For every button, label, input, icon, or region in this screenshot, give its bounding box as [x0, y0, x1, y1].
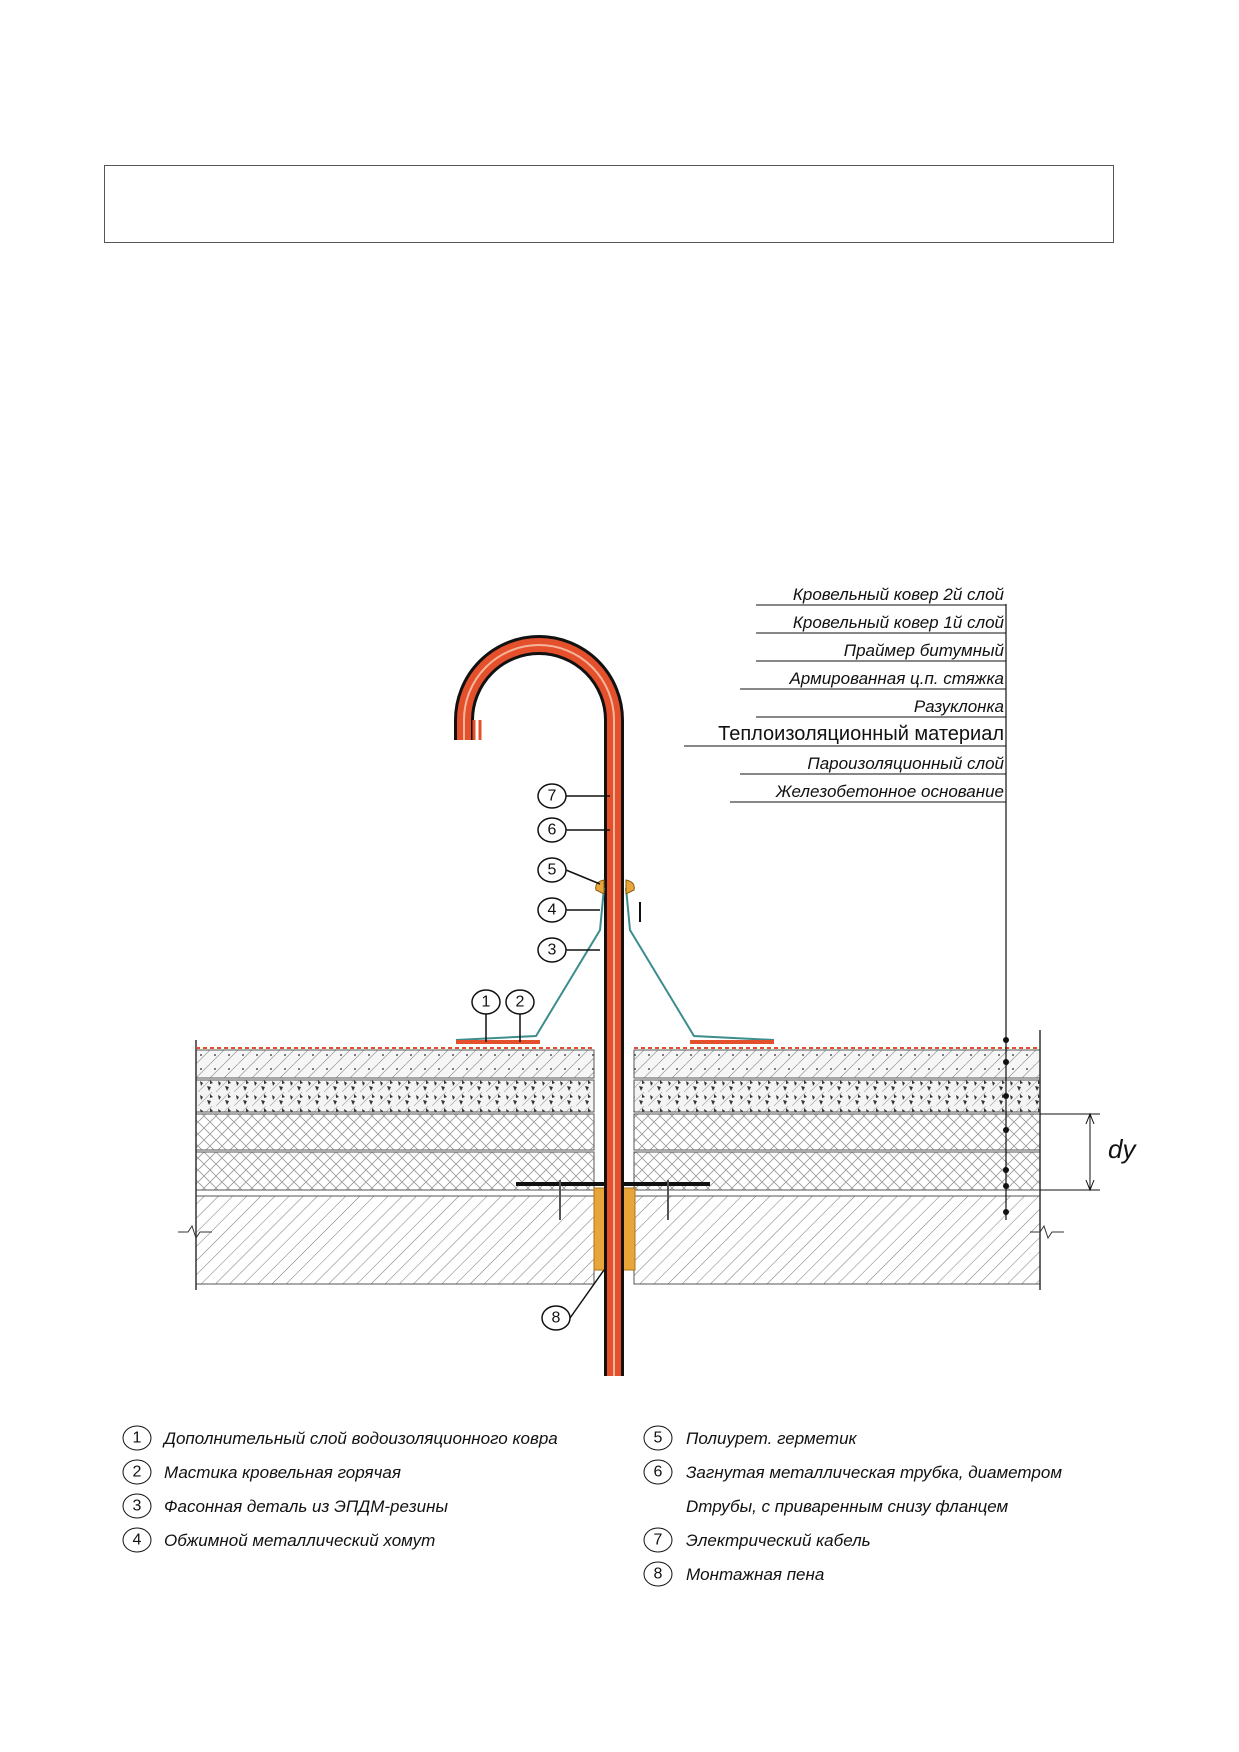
- layer-label-3: Армированная ц.п. стяжка: [740, 669, 1006, 690]
- svg-text:Обжимной металлический хомут: Обжимной металлический хомут: [164, 1531, 435, 1550]
- callout-6: [537, 817, 610, 843]
- legend-item-3: 3 Фасонная деталь из ЭПДМ-резины: [122, 1493, 448, 1519]
- svg-text:5: 5: [654, 1430, 663, 1447]
- anchor-screws: [559, 1180, 669, 1220]
- svg-text:5: 5: [548, 862, 557, 879]
- layer-label-6: Пароизоляционный слой: [740, 754, 1006, 775]
- svg-text:6: 6: [548, 822, 557, 839]
- svg-text:Праймер битумный: Праймер битумный: [844, 641, 1005, 660]
- dimension-label: dy: [1108, 1134, 1137, 1164]
- svg-text:Dтрубы, с приваренным снизу фл: Dтрубы, с приваренным снизу фланцем: [686, 1497, 1009, 1516]
- svg-text:2: 2: [133, 1464, 142, 1481]
- svg-text:Кровельный ковер 2й слой: Кровельный ковер 2й слой: [793, 585, 1005, 604]
- callouts: [471, 783, 610, 1331]
- svg-text:Кровельный ковер 1й слой: Кровельный ковер 1й слой: [793, 613, 1005, 632]
- callout-7: [537, 783, 610, 809]
- layer-label-5: Теплоизоляционный материал: [684, 723, 1006, 747]
- roof-layers-right: [633, 1049, 1041, 1285]
- svg-text:8: 8: [654, 1566, 663, 1583]
- legend-item-6: 6 Загнутая металлическая трубка, диаметр…: [643, 1459, 1062, 1485]
- legend-item-1: 1 Дополнительный слой водоизоляционного …: [122, 1425, 558, 1451]
- dimension-dy: [1040, 1112, 1100, 1192]
- svg-text:Электрический кабель: Электрический кабель: [686, 1531, 871, 1550]
- svg-text:1: 1: [133, 1430, 142, 1447]
- sealant-right: [625, 879, 635, 895]
- svg-text:2: 2: [516, 994, 525, 1011]
- svg-text:Загнутая металлическая трубка,: Загнутая металлическая трубка, диаметром: [686, 1463, 1062, 1482]
- svg-text:4: 4: [548, 902, 557, 919]
- layer-label-list: Кровельный ковер 2й слой Кровельный кове…: [684, 585, 1006, 803]
- legend-item-5: 5 Полиурет. герметик: [643, 1425, 858, 1451]
- layer-label-7: Железобетонное основание: [730, 782, 1006, 803]
- layer-label-4: Разуклонка: [756, 697, 1006, 718]
- leader-dots: [1003, 1037, 1009, 1215]
- layer-label-2: Праймер битумный: [756, 641, 1006, 662]
- svg-text:Монтажная пена: Монтажная пена: [686, 1565, 824, 1584]
- svg-text:3: 3: [548, 942, 557, 959]
- callout-numbers: 7 6 5 4 3 1 2 8: [482, 788, 561, 1327]
- roof-layers-left: [195, 1049, 595, 1285]
- svg-text:7: 7: [654, 1532, 663, 1549]
- legend-item-8: 8 Монтажная пена: [643, 1561, 824, 1587]
- bent-pipe: [454, 635, 624, 1376]
- legend-item-2: 2 Мастика кровельная горячая: [122, 1459, 401, 1485]
- svg-text:Пароизоляционный слой: Пароизоляционный слой: [807, 754, 1004, 773]
- callout-5: [537, 857, 601, 885]
- break-mark-left: [178, 1224, 212, 1240]
- svg-text:Теплоизоляционный материал: Теплоизоляционный материал: [718, 723, 1004, 745]
- callout-8: [541, 1269, 605, 1331]
- epdm-boot: [455, 887, 775, 1041]
- layer-label-0: Кровельный ковер 2й слой: [756, 585, 1006, 606]
- legend: 1 Дополнительный слой водоизоляционного …: [122, 1425, 1062, 1587]
- svg-text:Армированная ц.п. стяжка: Армированная ц.п. стяжка: [788, 669, 1004, 688]
- svg-text:3: 3: [133, 1498, 142, 1515]
- svg-text:1: 1: [482, 994, 491, 1011]
- svg-text:Мастика кровельная горячая: Мастика кровельная горячая: [164, 1463, 401, 1482]
- svg-text:8: 8: [552, 1310, 561, 1327]
- svg-text:6: 6: [654, 1464, 663, 1481]
- break-mark-right: [1030, 1224, 1064, 1240]
- svg-text:4: 4: [133, 1532, 142, 1549]
- mounting-foam-right: [622, 1187, 636, 1271]
- callout-3: [537, 937, 600, 963]
- electric-cable-end: [466, 720, 482, 740]
- svg-text:Фасонная деталь из ЭПДМ-резины: Фасонная деталь из ЭПДМ-резины: [164, 1497, 448, 1516]
- legend-item-4: 4 Обжимной металлический хомут: [122, 1527, 435, 1553]
- legend-item-7: 7 Электрический кабель: [643, 1527, 871, 1553]
- svg-text:Разуклонка: Разуклонка: [914, 697, 1004, 716]
- svg-text:Полиурет. герметик: Полиурет. герметик: [686, 1429, 858, 1448]
- svg-text:Железобетонное основание: Железобетонное основание: [775, 782, 1004, 801]
- callout-4: [537, 897, 600, 923]
- legend-item-6-cont: Dтрубы, с приваренным снизу фланцем: [686, 1497, 1009, 1516]
- svg-text:Дополнительный слой водоизоляц: Дополнительный слой водоизоляционного ко…: [162, 1429, 558, 1448]
- callout-2: [505, 989, 535, 1042]
- title-frame: [104, 165, 1114, 243]
- svg-text:7: 7: [548, 788, 557, 805]
- layer-label-1: Кровельный ковер 1й слой: [756, 613, 1006, 634]
- callout-1: [471, 989, 501, 1042]
